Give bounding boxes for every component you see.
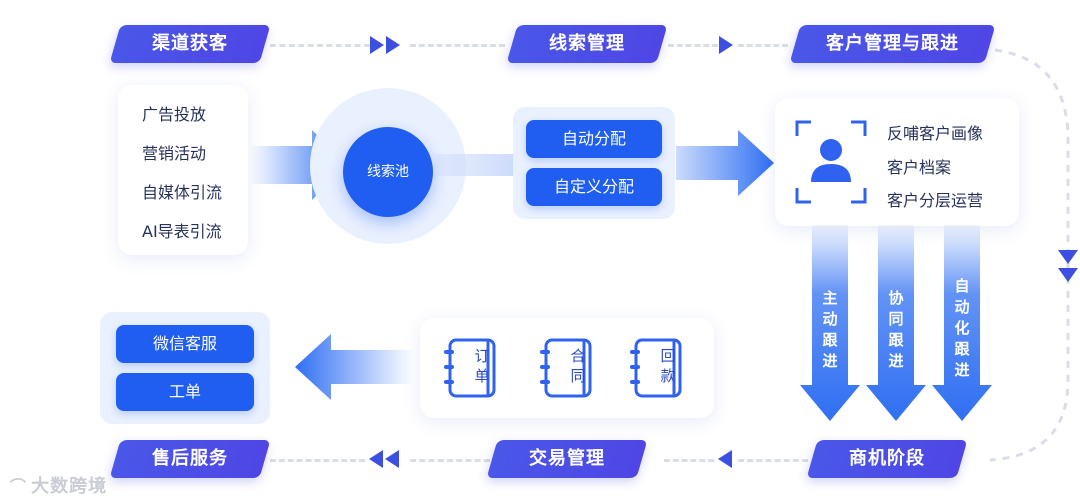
stage-label: 交易管理	[529, 448, 605, 469]
stage-label: 商机阶段	[849, 448, 925, 469]
flow-line-bottom-2	[664, 459, 714, 462]
double-arrow-icon-bottom-1	[369, 450, 399, 468]
notebook-icon-payment	[630, 338, 682, 398]
flow-line-top-1b	[410, 44, 505, 47]
channel-item: AI导表引流	[142, 222, 222, 241]
stage-banner-opportunity-stage: 商机阶段	[806, 440, 968, 478]
flow-line-top-2b	[738, 44, 788, 47]
flow-line-top-2	[668, 44, 718, 47]
trade-doc-label: 订单	[474, 347, 490, 385]
double-arrow-icon-top-1	[370, 36, 400, 54]
follow-up-arrows	[800, 225, 992, 421]
custom-assign-button[interactable]: 自定义分配	[526, 168, 662, 206]
stage-banner-trade-management: 交易管理	[486, 440, 648, 478]
stage-label: 渠道获客	[152, 33, 228, 54]
flow-arrow-icon-to-customer	[676, 130, 774, 196]
channel-item: 自媒体引流	[142, 183, 223, 202]
lead-pool-circle: 线索池	[343, 127, 433, 217]
follow-up-label-automated: 自动化跟进	[954, 277, 970, 379]
stage-banner-customer-management: 客户管理与跟进	[789, 25, 996, 63]
trade-docs-card: 订单 合同 回款	[420, 318, 714, 418]
arrow-icon-top-2	[719, 36, 733, 54]
lead-pool-label: 线索池	[367, 164, 409, 180]
flow-connector-pool-distribution	[434, 154, 514, 176]
arrow-icon-bottom-2	[718, 450, 732, 468]
stage-banner-channel-acquisition: 渠道获客	[109, 25, 271, 63]
double-arrow-icon-right	[1058, 250, 1078, 282]
after-sales-panel: 微信客服 工单	[100, 312, 270, 424]
stage-label: 线索管理	[549, 33, 625, 54]
distribution-panel: 自动分配 自定义分配	[513, 107, 675, 219]
flow-line-bottom-2b	[738, 459, 808, 462]
stage-banner-after-sales: 售后服务	[109, 440, 271, 478]
notebook-icon-contract	[540, 338, 592, 398]
notebook-icon-order	[444, 338, 496, 398]
follow-up-label-collaborative: 协同跟进	[888, 289, 904, 370]
customer-item: 客户分层运营	[887, 191, 984, 210]
channel-item: 广告投放	[142, 105, 207, 124]
customer-item: 客户档案	[887, 158, 952, 177]
user-profile-icon	[795, 120, 867, 204]
wechat-service-button[interactable]: 微信客服	[116, 325, 254, 363]
channels-card: 广告投放 营销活动 自媒体引流 AI导表引流	[118, 85, 248, 255]
follow-up-label-active: 主动跟进	[822, 289, 838, 370]
trade-doc-label: 回款	[660, 347, 676, 385]
trade-doc-label: 合同	[570, 347, 586, 385]
stage-label: 售后服务	[152, 448, 228, 469]
customer-item: 反哺客户画像	[887, 124, 984, 143]
watermark-logo: ⌒ 大数跨境	[10, 476, 108, 497]
stage-banner-lead-management: 线索管理	[506, 25, 668, 63]
customer-card: 反哺客户画像 客户档案 客户分层运营	[775, 98, 1019, 226]
flow-line-bottom-1b	[410, 459, 490, 462]
stage-label: 客户管理与跟进	[826, 33, 959, 54]
flow-line-top-1	[270, 44, 370, 47]
watermark-text: 大数跨境	[31, 476, 108, 497]
work-order-button[interactable]: 工单	[116, 373, 254, 411]
flow-arrow-icon-to-after-sales	[295, 334, 413, 400]
auto-assign-button[interactable]: 自动分配	[526, 120, 662, 158]
flow-line-bottom-1	[270, 459, 365, 462]
channel-item: 营销活动	[142, 144, 207, 163]
